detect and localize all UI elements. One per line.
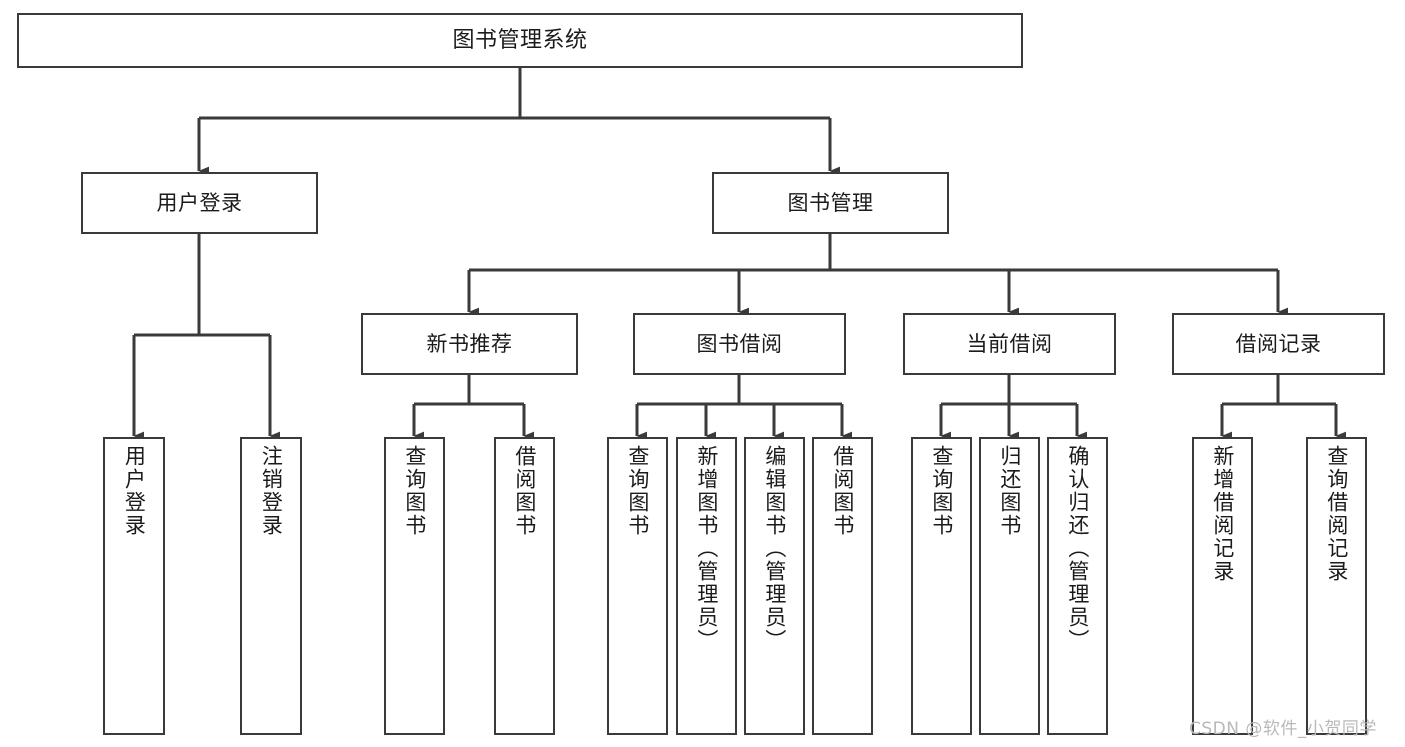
node-borrow-record-label: 借阅记录 (1235, 331, 1322, 356)
node-leaf-add-book-label: 新增图书（管理员） (694, 445, 719, 652)
node-leaf-query-record-label: 查询借阅记录 (1324, 445, 1349, 583)
node-leaf-query-book-b-label: 查询图书 (625, 445, 650, 537)
node-leaf-add-record-label: 新增借阅记录 (1210, 445, 1235, 583)
node-book-borrow-label: 图书借阅 (696, 331, 783, 356)
node-leaf-query-book-a[interactable]: 查询图书 (384, 437, 445, 735)
node-leaf-query-book-c[interactable]: 查询图书 (911, 437, 972, 735)
node-root-system[interactable]: 图书管理系统 (17, 13, 1023, 68)
node-new-book-rec-label: 新书推荐 (426, 331, 513, 356)
node-book-manage-label: 图书管理 (787, 190, 874, 215)
node-leaf-edit-book[interactable]: 编辑图书（管理员） (744, 437, 805, 735)
node-leaf-add-record[interactable]: 新增借阅记录 (1192, 437, 1253, 735)
node-leaf-return-book-label: 归还图书 (997, 445, 1022, 537)
node-new-book-rec[interactable]: 新书推荐 (361, 313, 578, 375)
node-leaf-confirm-return[interactable]: 确认归还（管理员） (1047, 437, 1108, 735)
node-leaf-query-book-c-label: 查询图书 (929, 445, 954, 537)
node-leaf-borrow-book-b[interactable]: 借阅图书 (812, 437, 873, 735)
node-leaf-user-login-label: 用户登录 (122, 445, 147, 537)
node-leaf-query-book-a-label: 查询图书 (402, 445, 427, 537)
node-root-system-label: 图书管理系统 (452, 27, 588, 53)
node-leaf-borrow-book-b-label: 借阅图书 (830, 445, 855, 537)
node-leaf-query-record[interactable]: 查询借阅记录 (1306, 437, 1367, 735)
node-book-manage[interactable]: 图书管理 (712, 172, 949, 234)
node-leaf-borrow-book-a[interactable]: 借阅图书 (494, 437, 555, 735)
node-leaf-edit-book-label: 编辑图书（管理员） (762, 445, 787, 652)
node-current-borrow[interactable]: 当前借阅 (903, 313, 1116, 375)
node-leaf-query-book-b[interactable]: 查询图书 (607, 437, 668, 735)
node-leaf-logout-label: 注销登录 (259, 445, 284, 537)
node-book-borrow[interactable]: 图书借阅 (633, 313, 846, 375)
node-leaf-return-book[interactable]: 归还图书 (979, 437, 1040, 735)
node-leaf-user-login[interactable]: 用户登录 (103, 437, 165, 735)
node-leaf-confirm-return-label: 确认归还（管理员） (1065, 445, 1090, 652)
node-leaf-add-book[interactable]: 新增图书（管理员） (676, 437, 737, 735)
node-borrow-record[interactable]: 借阅记录 (1172, 313, 1385, 375)
node-user-login[interactable]: 用户登录 (81, 172, 318, 234)
node-leaf-borrow-book-a-label: 借阅图书 (512, 445, 537, 537)
node-leaf-logout[interactable]: 注销登录 (240, 437, 302, 735)
watermark-text: CSDN @软件_小贺同学 (1189, 719, 1377, 739)
node-current-borrow-label: 当前借阅 (966, 331, 1053, 356)
node-user-login-label: 用户登录 (156, 190, 243, 215)
